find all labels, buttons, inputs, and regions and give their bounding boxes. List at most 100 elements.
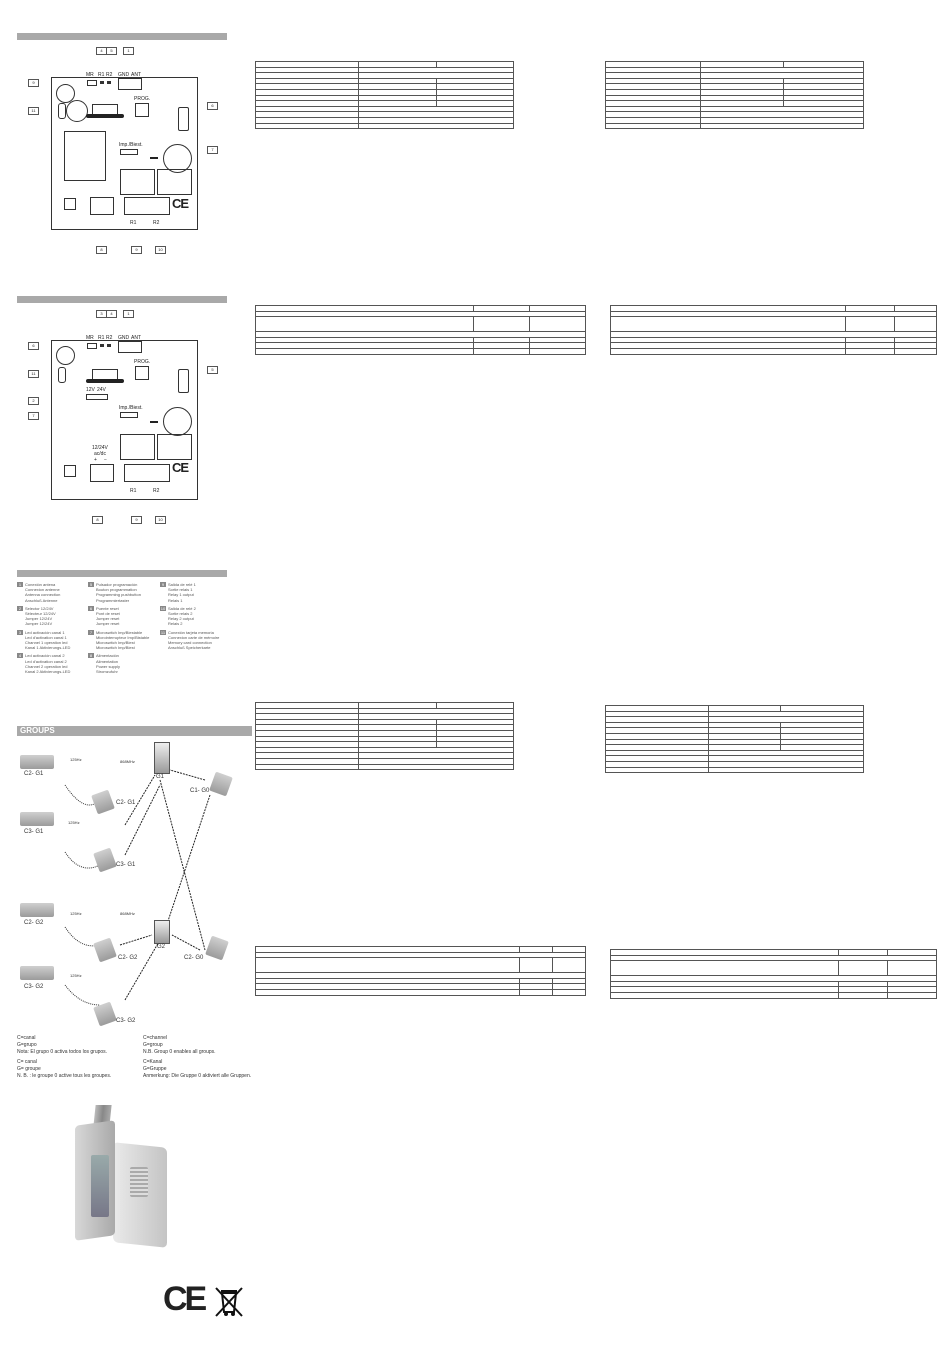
callout-8: 8 (96, 246, 107, 254)
callout-10: 10 (155, 246, 166, 254)
callout-1: 1 (123, 47, 134, 55)
callout-6b: 6 (28, 342, 39, 350)
square-marker (64, 198, 76, 210)
freq-125-3: 125Hz (70, 911, 82, 916)
minus-label: − (104, 457, 107, 463)
impulse-label: Imp./Biest. (119, 142, 143, 148)
callout-5: 5 (106, 47, 117, 55)
prog-label: PROG. (134, 96, 151, 102)
callout-7b: 7 (28, 412, 39, 420)
receiver-board-1: MR R1 R2 GND ANT PROG. Imp./Biest. CE R1… (51, 72, 198, 230)
freq-125-4: 125Hz (70, 973, 82, 978)
callout-5b: 5 (207, 366, 218, 374)
chip-bar-2 (86, 379, 124, 383)
link-line (124, 784, 161, 856)
freq-125-2: 125Hz (68, 820, 80, 825)
r1-label-2: R1 (98, 335, 105, 341)
freq-868-2: 868MHz (120, 911, 135, 916)
link-line (169, 769, 206, 781)
relay-terminals (124, 197, 170, 215)
table-2 (604, 61, 864, 130)
acdc-label: ac/dc (94, 451, 106, 457)
link-line (164, 794, 211, 931)
capacitor-left (56, 84, 75, 103)
link-line (119, 934, 153, 946)
signal-arc (64, 984, 101, 1006)
signal-arc (64, 784, 101, 806)
callout-9b: 9 (131, 246, 142, 254)
section-bar-2 (17, 296, 227, 303)
power-terminal (90, 197, 114, 215)
callout-1b: 1 (123, 310, 134, 318)
relay-2-2 (157, 434, 192, 460)
power-terminal-2 (90, 464, 114, 482)
remote-c3-g1 (20, 812, 54, 826)
24v-label: 24V (97, 387, 106, 393)
label-c3-g2-mid: C3- G2 (116, 1018, 136, 1024)
label-g2: G2 (157, 944, 166, 950)
fuse-holder (178, 107, 189, 131)
callout-2: 2 (28, 397, 39, 405)
link-line (124, 774, 156, 826)
memory-connector (58, 103, 66, 119)
r1-output-label-2: R1 (130, 488, 137, 494)
callout-8b: 8 (92, 516, 103, 524)
capacitor-right-2 (163, 407, 192, 436)
groups-title-bar: GROUPS (17, 726, 252, 736)
minus-mark (150, 157, 158, 159)
label-g1: G1 (156, 774, 165, 780)
section-bar-3 (17, 570, 227, 577)
antenna-terminal-2 (118, 341, 142, 353)
receiver-g2 (154, 920, 170, 944)
r2-label: R2 (106, 72, 113, 78)
square-marker-2 (64, 465, 76, 477)
memory-connector-2 (58, 367, 66, 383)
label-c2-g2-mid: C2- G2 (118, 955, 138, 961)
12v-label: 12V (86, 387, 95, 393)
product-photo (75, 1105, 167, 1248)
gnd-label: GND (118, 72, 130, 78)
table-7 (255, 946, 586, 996)
voltage-selector (86, 394, 108, 400)
mr-label: MR (86, 72, 94, 78)
label-c2-g1: C2- G1 (24, 771, 44, 777)
led-r1 (100, 81, 104, 84)
callout-11b: 11 (28, 370, 39, 378)
table-6 (604, 705, 864, 774)
relay-1-2 (120, 434, 155, 460)
remote-c2-g1 (20, 755, 54, 769)
led-r2 (107, 81, 111, 84)
link-line (159, 779, 206, 951)
receiver-g1 (154, 742, 170, 774)
prog-button (135, 103, 149, 117)
antenna-terminal (118, 78, 142, 90)
ce-mark: CE (172, 196, 189, 211)
label-c3-g2: C3- G2 (24, 984, 44, 990)
receiver-board-2: MR R1 R2 GND ANT PROG. 12V 24V Imp./Bies… (51, 335, 198, 500)
mr-label-2: MR (86, 335, 94, 341)
r2-label-2: R2 (106, 335, 113, 341)
remote-c3-g2 (20, 966, 54, 980)
transformer (64, 131, 106, 181)
table-8 (609, 949, 937, 999)
label-c3-g1-mid: C3- G1 (116, 862, 136, 868)
relay-terminals-2 (124, 464, 170, 482)
r2-output-label: R2 (153, 220, 160, 226)
ce-mark-2: CE (172, 460, 189, 475)
ant-label-2: ANT (131, 335, 141, 341)
freq-868-1: 868MHz (120, 759, 135, 764)
relay-1 (120, 169, 155, 195)
mr-jumper (87, 80, 97, 86)
circuit-board (91, 1155, 109, 1217)
impulse-switch (120, 149, 138, 155)
capacitor-left-2 (56, 346, 75, 365)
